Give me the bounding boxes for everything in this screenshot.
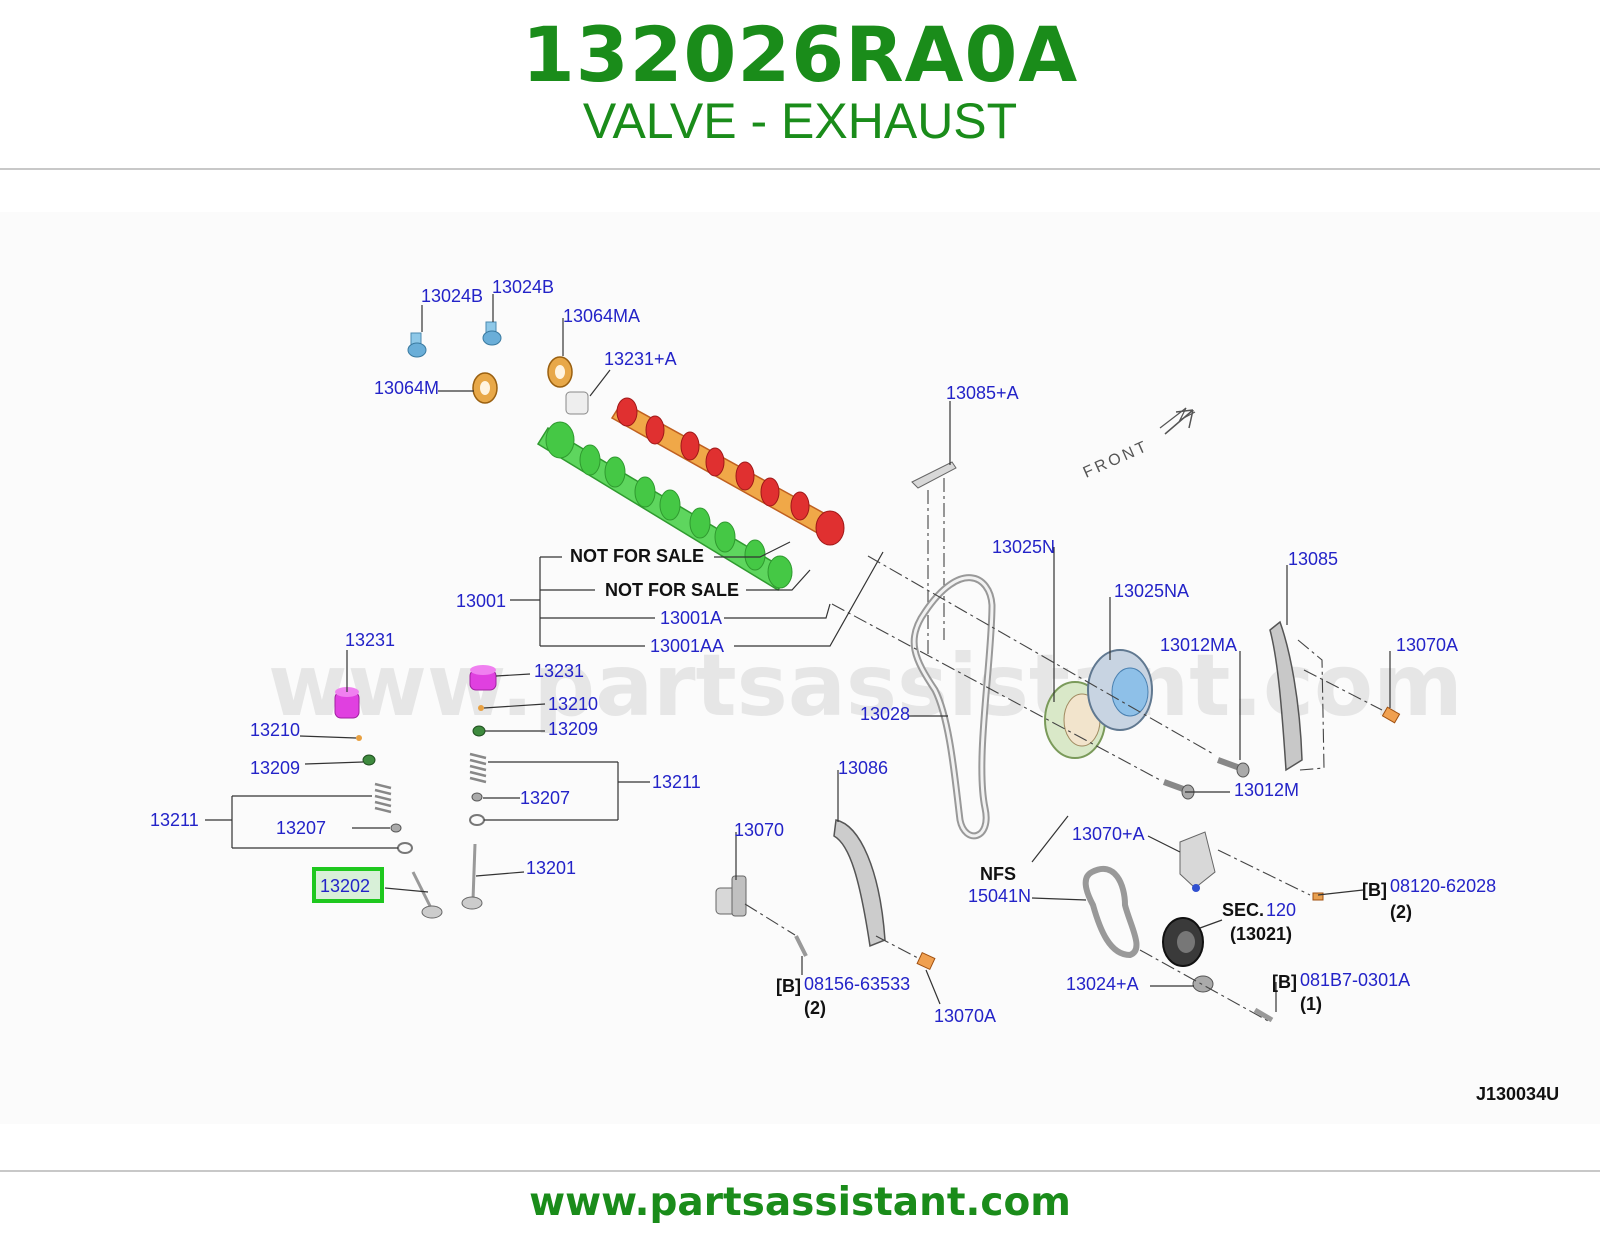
seat-13207-right-icon[interactable] <box>469 814 485 826</box>
label-13064ma[interactable]: 13064MA <box>563 306 640 326</box>
watermark-text: www.partsassistant.com <box>268 636 1463 736</box>
retainer-13209-left-icon[interactable] <box>362 754 376 766</box>
label-13024b-left[interactable]: 13024B <box>421 286 483 306</box>
bolt-08120-62028-icon[interactable] <box>1312 892 1324 901</box>
chain-guide-13086-icon[interactable] <box>833 819 886 948</box>
label-13070a-plus[interactable]: 13070+A <box>1072 824 1145 844</box>
tappet-13231-left-icon[interactable] <box>334 687 360 719</box>
label-sec-120[interactable]: 120 <box>1266 900 1296 920</box>
label-qty-1: (1) <box>1300 994 1322 1014</box>
label-13024a[interactable]: 13024+A <box>1066 974 1139 994</box>
label-081b7-0301a[interactable]: 081B7-0301A <box>1300 970 1410 990</box>
sprocket-13025na-icon[interactable] <box>1087 649 1153 731</box>
bolt-13012m-icon[interactable] <box>1162 779 1195 800</box>
label-13085a[interactable]: 13085+A <box>946 383 1019 403</box>
spring-13211-right-icon[interactable] <box>469 752 487 784</box>
bolt-13012ma-icon[interactable] <box>1216 757 1250 778</box>
seat-13207-left-icon[interactable] <box>397 842 413 854</box>
chain-guide-13085a-icon[interactable] <box>911 461 957 489</box>
label-13064m[interactable]: 13064M <box>374 378 439 398</box>
seal-13207-right-icon[interactable] <box>471 792 483 802</box>
front-direction-label: FRONT <box>1081 438 1152 482</box>
label-not-for-sale-2: NOT FOR SALE <box>605 580 739 600</box>
bolt-13070a-bottom-icon[interactable] <box>916 951 936 971</box>
label-13209-left[interactable]: 13209 <box>250 758 300 778</box>
washer-13064m-icon[interactable] <box>472 372 498 404</box>
bolt-13024b-right-icon[interactable] <box>482 321 502 346</box>
retainer-13209-right-icon[interactable] <box>472 725 486 737</box>
cap-13231a-icon[interactable] <box>565 391 589 415</box>
label-08156-63533[interactable]: 08156-63533 <box>804 974 910 994</box>
parts-diagram-svg: www.partsassistant.com <box>150 277 1559 1104</box>
valve-13202-icon[interactable] <box>411 871 443 919</box>
header-divider <box>0 168 1600 170</box>
seal-13207-left-icon[interactable] <box>390 823 402 833</box>
tappet-13231-right-icon[interactable] <box>469 665 497 691</box>
label-13231a[interactable]: 13231+A <box>604 349 677 369</box>
diagram-id: J130034U <box>1476 1084 1559 1104</box>
label-13207-left[interactable]: 13207 <box>276 818 326 838</box>
label-13207-right[interactable]: 13207 <box>520 788 570 808</box>
spring-13211-left-icon[interactable] <box>374 782 392 814</box>
label-13025n[interactable]: 13025N <box>992 537 1055 557</box>
front-arrow-icon <box>1159 407 1196 435</box>
label-13231-left[interactable]: 13231 <box>345 630 395 650</box>
label-13070a-bottom[interactable]: 13070A <box>934 1006 996 1026</box>
label-13211-left[interactable]: 13211 <box>150 810 199 830</box>
label-13231-right[interactable]: 13231 <box>534 661 584 681</box>
sprocket-13021-icon[interactable] <box>1162 917 1204 967</box>
label-13202[interactable]: 13202 <box>320 876 370 896</box>
footer-divider <box>0 1170 1600 1172</box>
label-13210-left[interactable]: 13210 <box>250 720 300 740</box>
label-b-tag-1: [B] <box>1362 880 1387 900</box>
page-header: 132026RA0A VALVE - EXHAUST <box>0 0 1600 168</box>
part-number-title: 132026RA0A <box>521 10 1079 99</box>
label-13025na[interactable]: 13025NA <box>1114 581 1189 601</box>
label-13209-right[interactable]: 13209 <box>548 719 598 739</box>
washer-13024a-icon[interactable] <box>1192 975 1214 993</box>
label-13086[interactable]: 13086 <box>838 758 888 778</box>
tensioner-13070-icon[interactable] <box>715 875 747 917</box>
keeper-13210-left-icon[interactable] <box>356 735 362 741</box>
parts-diagram: www.partsassistant.com <box>0 212 1600 1124</box>
label-13201[interactable]: 13201 <box>526 858 576 878</box>
label-b-tag-2: [B] <box>776 976 801 996</box>
label-15041n[interactable]: 15041N <box>968 886 1031 906</box>
bolt-13070a-top-icon[interactable] <box>1381 706 1401 724</box>
label-13070[interactable]: 13070 <box>734 820 784 840</box>
label-08120-62028[interactable]: 08120-62028 <box>1390 876 1496 896</box>
footer-url-link[interactable]: www.partsassistant.com <box>529 1180 1071 1225</box>
label-13070a-top[interactable]: 13070A <box>1396 635 1458 655</box>
label-not-for-sale-1: NOT FOR SALE <box>570 546 704 566</box>
label-13210-right[interactable]: 13210 <box>548 694 598 714</box>
label-sec-prefix: SEC. <box>1222 900 1264 920</box>
label-13085[interactable]: 13085 <box>1288 549 1338 569</box>
washer-13064ma-icon[interactable] <box>547 356 573 388</box>
bolt-08156-63533-icon[interactable] <box>794 935 808 957</box>
highlight-box-13202 <box>312 867 384 903</box>
oil-pump-chain-15041n[interactable] <box>1082 866 1140 959</box>
label-13211-right[interactable]: 13211 <box>652 772 701 792</box>
tensioner-13070a-icon[interactable] <box>1179 831 1216 892</box>
label-13028[interactable]: 13028 <box>860 704 910 724</box>
label-13001aa[interactable]: 13001AA <box>650 636 724 656</box>
part-description: VALVE - EXHAUST <box>582 93 1018 149</box>
label-13001a[interactable]: 13001A <box>660 608 722 628</box>
label-qty-2a: (2) <box>1390 902 1412 922</box>
label-13001[interactable]: 13001 <box>456 591 506 611</box>
label-13012ma[interactable]: 13012MA <box>1160 635 1237 655</box>
valve-13201-icon[interactable] <box>461 843 483 910</box>
label-13012m[interactable]: 13012M <box>1234 780 1299 800</box>
keeper-13210-right-icon[interactable] <box>478 705 484 711</box>
label-13021: (13021) <box>1230 924 1292 944</box>
chain-guide-13085-icon[interactable] <box>1269 620 1303 772</box>
label-nfs: NFS <box>980 864 1016 884</box>
label-13024b-right[interactable]: 13024B <box>492 277 554 297</box>
camshaft-exhaust[interactable] <box>536 421 793 592</box>
bolt-13024b-left-icon[interactable] <box>407 332 427 358</box>
label-qty-2b: (2) <box>804 998 826 1018</box>
label-b-tag-3: [B] <box>1272 972 1297 992</box>
bolt-081b7-0301a-icon[interactable] <box>1253 1007 1274 1023</box>
camshaft-intake[interactable] <box>610 397 845 546</box>
